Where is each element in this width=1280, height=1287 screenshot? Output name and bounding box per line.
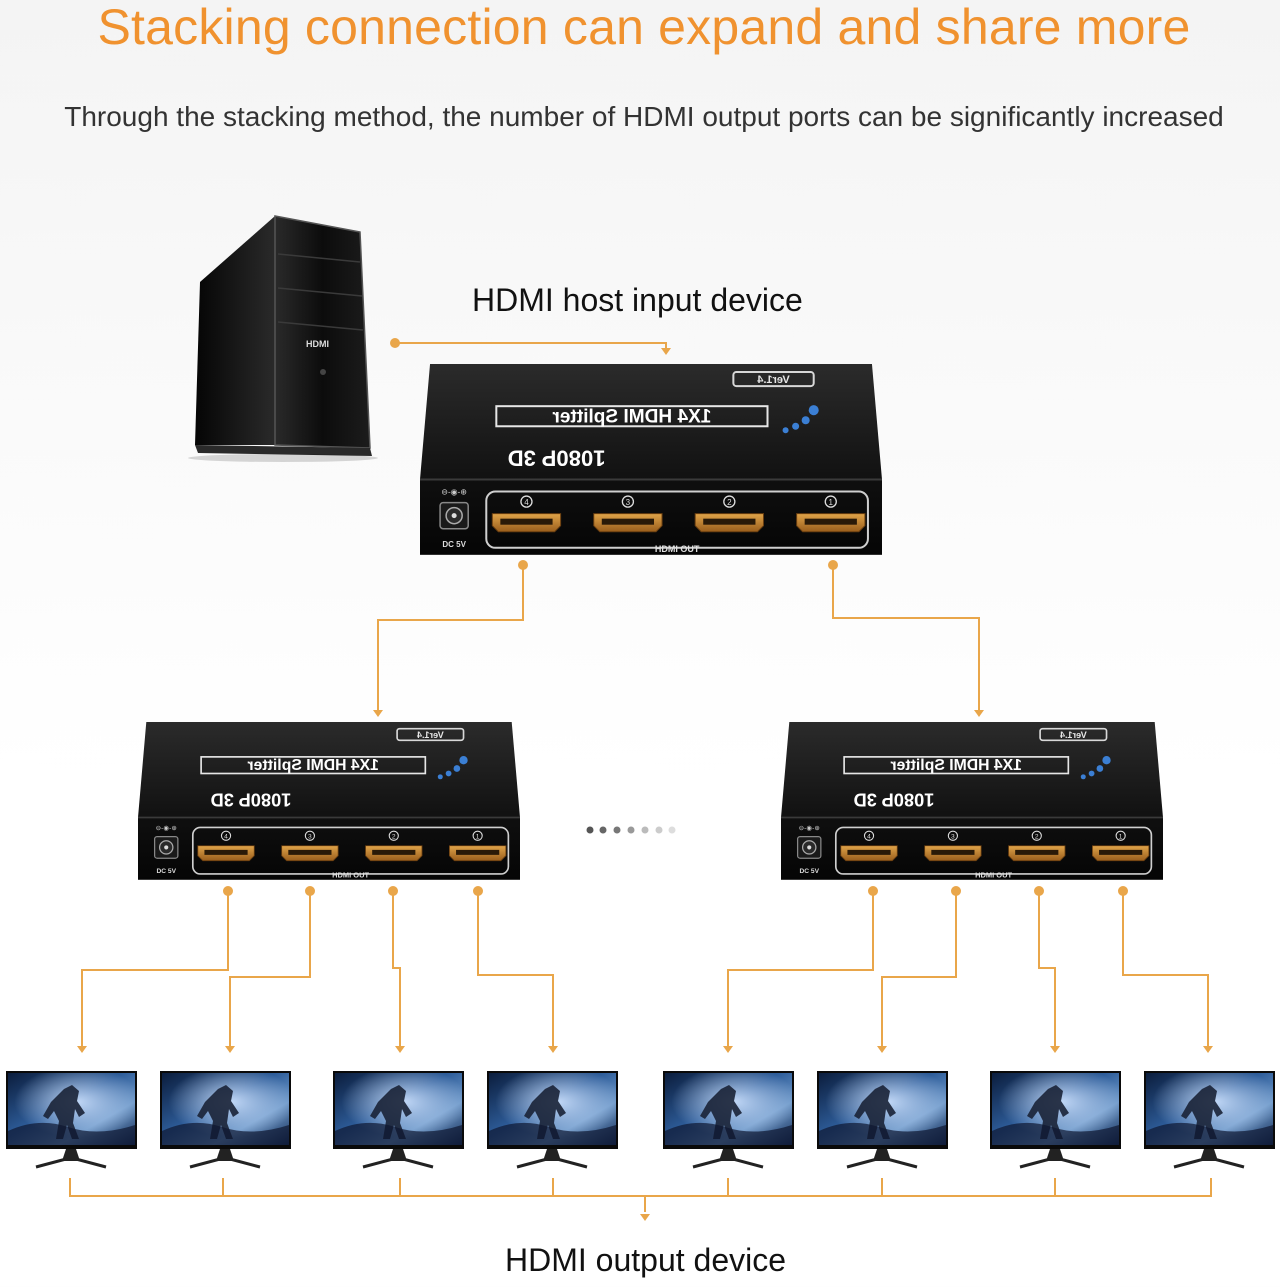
connection-line: [727, 891, 874, 1046]
svg-text:⊖-◉-⊕: ⊖-◉-⊕: [799, 825, 821, 832]
monitor: [1144, 1071, 1275, 1169]
hdmi-out-port: [593, 513, 663, 533]
connection-arrow: [877, 1046, 887, 1053]
monitor: [663, 1071, 794, 1169]
splitter-port-number: 4: [867, 834, 871, 841]
splitter-port-number: 2: [727, 498, 732, 507]
connection-line: [392, 891, 401, 1046]
connection-line: [477, 891, 554, 1046]
splitter-port-number: 1: [1119, 834, 1123, 841]
hdmi-out-port: [365, 845, 423, 862]
connection-line: [81, 891, 229, 1046]
connection-arrow: [1050, 1046, 1060, 1053]
splitter-port-number: 2: [392, 834, 396, 841]
splitter-port-number: 3: [626, 498, 631, 507]
hdmi-out-port: [924, 845, 982, 862]
connection-dot: [388, 886, 398, 896]
splitter-model-label: 1X4 HDMI Splitter: [552, 406, 712, 427]
connection-arrow: [77, 1046, 87, 1053]
connection-line: [377, 565, 524, 710]
splitter-port-number: 3: [951, 834, 955, 841]
connection-arrow: [548, 1046, 558, 1053]
connection-arrow: [395, 1046, 405, 1053]
page-title: Stacking connection can expand and share…: [97, 0, 1191, 55]
connection-line: [832, 565, 980, 710]
connection-arrow: [373, 710, 383, 717]
svg-text:⊖-◉-⊕: ⊖-◉-⊕: [156, 825, 178, 832]
hdmi-out-port: [197, 845, 255, 862]
more-devices-dots: [586, 826, 676, 834]
splitter-model-label: 1X4 HDMI Splitter: [248, 757, 379, 774]
connection-line: [229, 891, 311, 1046]
connection-dot: [828, 560, 838, 570]
hdmi-out-port: [281, 845, 339, 862]
connection-dot: [473, 886, 483, 896]
connection-arrow: [661, 348, 671, 355]
splitter-power-label: DC 5V: [156, 868, 176, 875]
splitter-port-label: HDMI OUT: [332, 870, 369, 879]
splitter-left: Ver1.4 1X4 HDMI Splitter 1080P 3D DC 5V ⊖-◉-…: [138, 722, 521, 880]
monitor: [6, 1071, 137, 1169]
connection-arrow: [225, 1046, 235, 1053]
splitter-port-number: 1: [829, 498, 834, 507]
splitter-power-label: DC 5V: [442, 540, 466, 549]
connection-line: [1122, 891, 1209, 1046]
hdmi-out-port: [796, 513, 866, 533]
hdmi-out-port: [1091, 845, 1150, 862]
pc-tower: HDMI: [188, 215, 378, 462]
connection-arrow: [640, 1214, 650, 1221]
monitor: [990, 1071, 1121, 1169]
connection-arrow: [723, 1046, 733, 1053]
splitter-power-label: DC 5V: [799, 868, 819, 875]
splitter-port-number: 2: [1035, 834, 1039, 841]
connection-line: [395, 342, 667, 350]
splitter-port-label: HDMI OUT: [655, 544, 700, 554]
splitter-version-label: Ver1.4: [756, 374, 789, 386]
connection-dot: [1118, 886, 1128, 896]
hdmi-out-port: [491, 513, 562, 533]
connection-line: [881, 891, 957, 1046]
splitter-version-label: Ver1.4: [416, 730, 444, 740]
connection-dot: [305, 886, 315, 896]
splitter-port-number: 4: [224, 834, 228, 841]
splitter-resolution-label: 1080P 3D: [508, 445, 606, 470]
splitter-main: Ver1.4 1X4 HDMI Splitter 1080P 3D DC 5V ⊖-◉-…: [420, 364, 882, 555]
splitter-resolution-label: 1080P 3D: [211, 789, 292, 810]
connection-dot: [518, 560, 528, 570]
pc-hdmi-badge: HDMI: [306, 339, 329, 349]
output-device-label: HDMI output device: [505, 1242, 787, 1278]
connection-arrow: [974, 710, 984, 717]
connection-dot: [1034, 886, 1044, 896]
splitter-port-number: 3: [308, 834, 312, 841]
hdmi-out-port: [694, 513, 764, 533]
monitor: [333, 1071, 464, 1169]
connection-line: [69, 1178, 1212, 1197]
hdmi-out-port: [840, 845, 898, 862]
page-subtitle: Through the stacking method, the number …: [64, 101, 1224, 132]
hdmi-out-port: [1008, 845, 1066, 862]
connection-arrow: [1203, 1046, 1213, 1053]
monitor: [817, 1071, 948, 1169]
splitter-port-number: 4: [524, 498, 529, 507]
connection-dot: [223, 886, 233, 896]
splitter-model-label: 1X4 HDMI Splitter: [891, 757, 1022, 774]
splitter-resolution-label: 1080P 3D: [854, 789, 935, 810]
connection-line: [1038, 891, 1056, 1046]
svg-text:⊖-◉-⊕: ⊖-◉-⊕: [441, 488, 467, 497]
monitor: [160, 1071, 291, 1169]
connection-dot: [868, 886, 878, 896]
splitter-port-number: 1: [476, 834, 480, 841]
splitter-right: Ver1.4 1X4 HDMI Splitter 1080P 3D DC 5V ⊖-◉-…: [781, 722, 1164, 880]
connection-dot: [951, 886, 961, 896]
hdmi-out-port: [448, 845, 507, 862]
splitter-port-label: HDMI OUT: [975, 870, 1012, 879]
splitter-version-label: Ver1.4: [1059, 730, 1087, 740]
connection-dot: [390, 338, 400, 348]
input-device-label: HDMI host input device: [472, 282, 803, 318]
monitor: [487, 1071, 618, 1169]
